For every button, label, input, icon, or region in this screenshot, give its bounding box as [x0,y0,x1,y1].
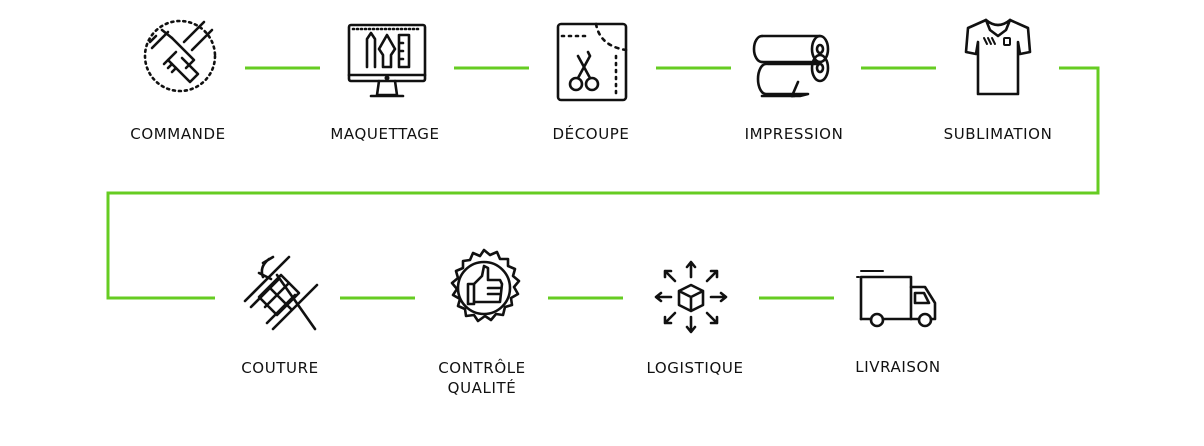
step-label-sublimation: SUBLIMATION [943,125,1053,143]
paper-rolls-icon [752,34,830,98]
connector-5-6 [106,66,1100,300]
step-label-logistique: LOGISTIQUE [646,359,744,377]
step-label-commande: COMMANDE [130,125,226,143]
step-label-line-2: QUALITÉ [447,379,517,397]
step-label-maquettage: MAQUETTAGE [330,125,440,143]
package-distribution-icon [654,260,728,334]
step-label-line-1: CONTRÔLE [438,359,526,377]
scissors-cutting-icon [556,22,628,102]
step-label-impression: IMPRESSION [744,125,844,143]
connectors [106,66,1100,300]
handshake-icon [143,19,217,93]
quality-badge-thumbs-up-icon [450,248,521,323]
thread-spool-needle-icon [243,255,319,331]
step-label-livraison: LIVRAISON [855,358,941,376]
delivery-truck-icon [856,270,937,328]
step-label-decoupe: DÉCOUPE [552,125,630,143]
step-label-couture: COUTURE [241,359,319,377]
jersey-icon [964,18,1032,96]
step-label-controle-qualite: CONTRÔLE QUALITÉ [382,358,582,398]
monitor-design-icon [347,23,427,98]
